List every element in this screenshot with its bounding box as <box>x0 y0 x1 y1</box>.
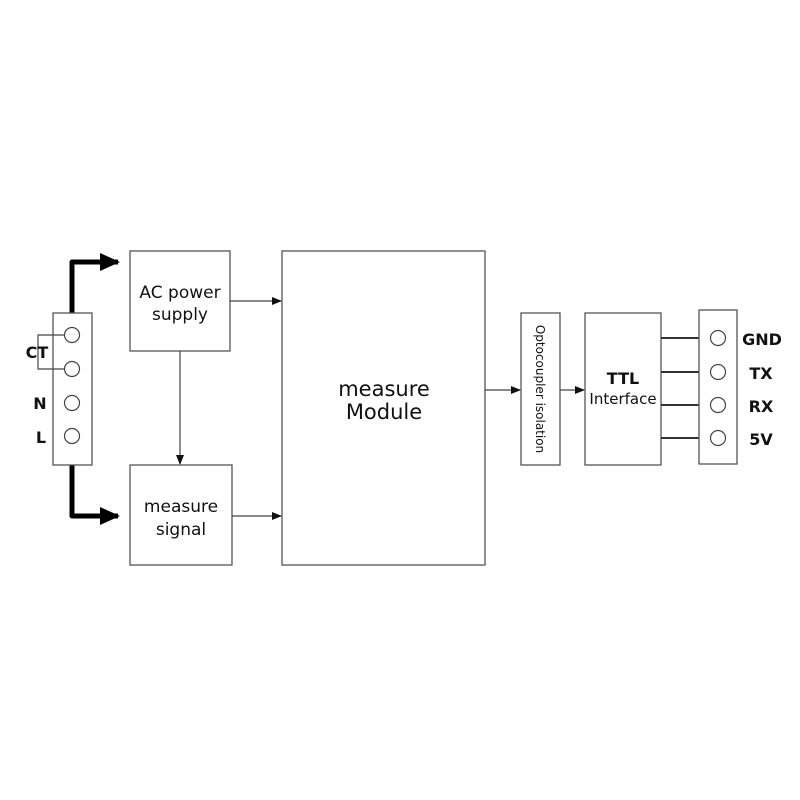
ac-power-supply-block: AC power supply <box>129 250 231 352</box>
label-gnd: GND <box>742 330 782 349</box>
svg-text:measure: measure <box>144 497 218 517</box>
measure-signal-block: measure signal <box>129 464 233 566</box>
terminal-l <box>63 427 81 445</box>
ttl-connection-lines <box>661 337 699 439</box>
terminal-5v <box>709 429 727 447</box>
output-terminal-block: GND TX RX 5V <box>698 309 782 465</box>
terminal-ct1 <box>63 326 81 344</box>
terminal-gnd <box>709 329 727 347</box>
label-n: N <box>33 394 46 413</box>
svg-text:Optocoupler isolation: Optocoupler isolation <box>533 325 547 453</box>
label-5v: 5V <box>749 430 773 449</box>
ttl-interface-block: TTL Interface <box>584 312 662 466</box>
svg-text:measure: measure <box>338 377 430 401</box>
label-l: L <box>36 428 46 447</box>
svg-text:supply: supply <box>152 305 208 325</box>
label-ct: CT <box>26 343 49 362</box>
svg-text:signal: signal <box>156 520 206 540</box>
svg-text:Interface: Interface <box>589 390 656 408</box>
input-terminal-block: CT N L <box>26 253 120 525</box>
ct-bracket <box>37 334 64 370</box>
measure-module-block: measure Module <box>281 250 486 566</box>
optocoupler-block: Optocoupler isolation <box>520 312 561 466</box>
power-arrow <box>69 253 120 313</box>
svg-text:AC power: AC power <box>139 283 220 303</box>
terminal-n <box>63 394 81 412</box>
terminal-ct2 <box>63 360 81 378</box>
svg-text:Module: Module <box>346 400 422 424</box>
svg-text:TTL: TTL <box>607 369 639 388</box>
terminal-tx <box>709 363 727 381</box>
terminal-rx <box>709 396 727 414</box>
label-rx: RX <box>749 397 774 416</box>
label-tx: TX <box>749 364 773 383</box>
signal-arrow <box>69 465 120 525</box>
